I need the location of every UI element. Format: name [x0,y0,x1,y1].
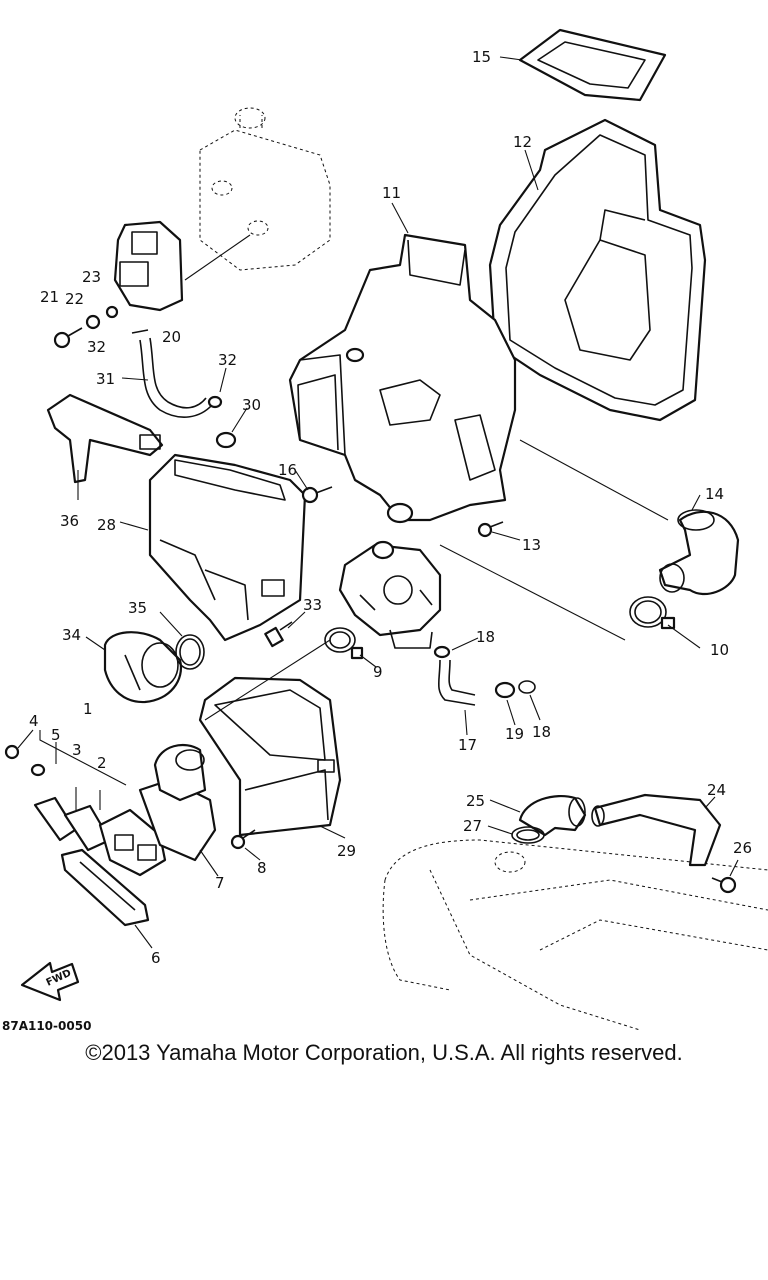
callout-1: 1 [83,700,93,718]
callout-labels: 1 2 3 4 5 6 7 8 9 10 11 12 13 14 15 16 1… [29,48,752,967]
part-18-clip [518,680,536,694]
callout-30: 30 [242,396,261,414]
parts-diagram: 1 2 3 4 5 6 7 8 9 10 11 12 13 14 15 16 1… [2,28,768,1033]
callout-21: 21 [40,288,59,306]
reed-valve-assembly [4,730,217,927]
callout-22: 22 [65,290,84,308]
part-33-bolt [264,621,293,648]
part-27-oring [511,826,545,844]
part-26-bolt [711,876,737,894]
part-14-joint [658,509,740,596]
part-36-bracket [46,393,164,484]
part-34-boot [103,631,183,704]
part-29-guide [198,676,342,837]
callout-5: 5 [51,726,61,744]
callout-32a: 32 [87,338,106,356]
part-25-elbow [518,794,587,837]
callout-3: 3 [72,741,82,759]
callout-18a: 18 [476,628,495,646]
callout-35: 35 [128,599,147,617]
part-17-hose [433,645,476,706]
callout-11: 11 [382,184,401,202]
part-30-grommet [215,431,237,449]
part-28-silencer [148,453,307,642]
callout-25: 25 [466,792,485,810]
part-8-bolt [230,829,256,850]
callout-4: 4 [29,712,39,730]
part-10-clamp [629,596,676,630]
callout-14: 14 [705,485,724,503]
callout-8: 8 [257,859,267,877]
part-9-clamp [324,627,364,660]
callout-20: 20 [162,328,181,346]
callout-36: 36 [60,512,79,530]
callout-2: 2 [97,754,107,772]
callout-23: 23 [82,268,101,286]
callout-7: 7 [215,874,225,892]
callout-6: 6 [151,949,161,967]
leader-lines [17,56,739,949]
part-15-gasket [518,28,667,102]
fasteners-21-22-23 [53,305,119,349]
callout-29: 29 [337,842,356,860]
callout-33: 33 [303,596,322,614]
oil-tank [199,107,331,271]
part-20-oil-pump [113,220,251,312]
part-19-cap [494,681,516,699]
part-24-pipe [591,793,722,867]
part-16-bolt [301,486,333,504]
callout-16: 16 [278,461,297,479]
fwd-arrow-icon: FWD [20,961,80,1002]
part-31-hose [131,329,223,418]
callout-9: 9 [373,663,383,681]
callout-12: 12 [513,133,532,151]
copyright-notice: ©2013 Yamaha Motor Corporation, U.S.A. A… [85,1040,683,1065]
callout-18b: 18 [532,723,551,741]
drawing-code: 87A110-0050 [2,1019,91,1033]
callout-34: 34 [62,626,81,644]
part-35-clamp [175,634,205,670]
callout-19: 19 [505,725,524,743]
callout-24: 24 [707,781,726,799]
callout-32b: 32 [218,351,237,369]
part-11-case [288,233,517,524]
fuel-tank [382,839,768,1031]
callout-10: 10 [710,641,729,659]
part-13-bolt [477,521,504,538]
callout-15: 15 [472,48,491,66]
callout-31: 31 [96,370,115,388]
callout-13: 13 [522,536,541,554]
carburetor [338,540,442,649]
part-12-cover [488,118,707,422]
callout-27: 27 [463,817,482,835]
callout-28: 28 [97,516,116,534]
callout-26: 26 [733,839,752,857]
callout-17: 17 [458,736,477,754]
